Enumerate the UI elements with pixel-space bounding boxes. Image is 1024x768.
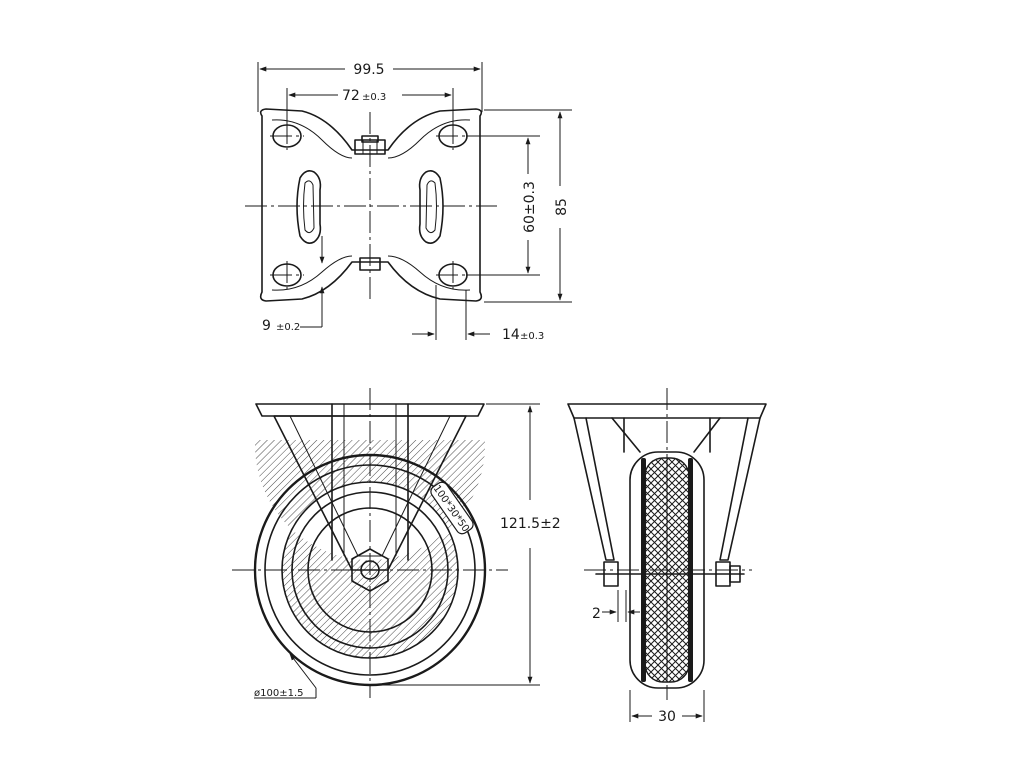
- dim-plate-offset: 14: [502, 327, 520, 343]
- dim-plate-offset-tol: ±0.3: [520, 331, 544, 342]
- front-view: 100*30*50 121.5±2 ø100±1.5: [232, 388, 561, 699]
- dim-hole-edge: 9: [262, 318, 271, 334]
- dim-gap: 2: [592, 606, 601, 622]
- dim-height-total: 85: [554, 198, 570, 216]
- slot-right: [418, 170, 444, 244]
- dim-overall-height: 121.5±2: [500, 516, 561, 532]
- side-view: 2 30: [567, 388, 767, 725]
- dim-width-total: 99.5: [353, 62, 384, 78]
- dim-tread-width: 30: [658, 709, 676, 725]
- dim-hole-spacing-y: 60±0.3: [522, 181, 538, 233]
- dim-hole-spacing-x-tol: ±0.3: [362, 92, 386, 103]
- dim-wheel-diameter: ø100±1.5: [254, 688, 304, 699]
- top-view: 99.5 72 ±0.3 85 60±0.3 9 ±0.2 14 ±0.3: [245, 62, 572, 343]
- slot-left: [296, 170, 322, 244]
- dim-hole-spacing-x: 72: [342, 88, 360, 104]
- mounting-plate-outline: [259, 108, 483, 302]
- dim-hole-edge-tol: ±0.2: [276, 322, 300, 333]
